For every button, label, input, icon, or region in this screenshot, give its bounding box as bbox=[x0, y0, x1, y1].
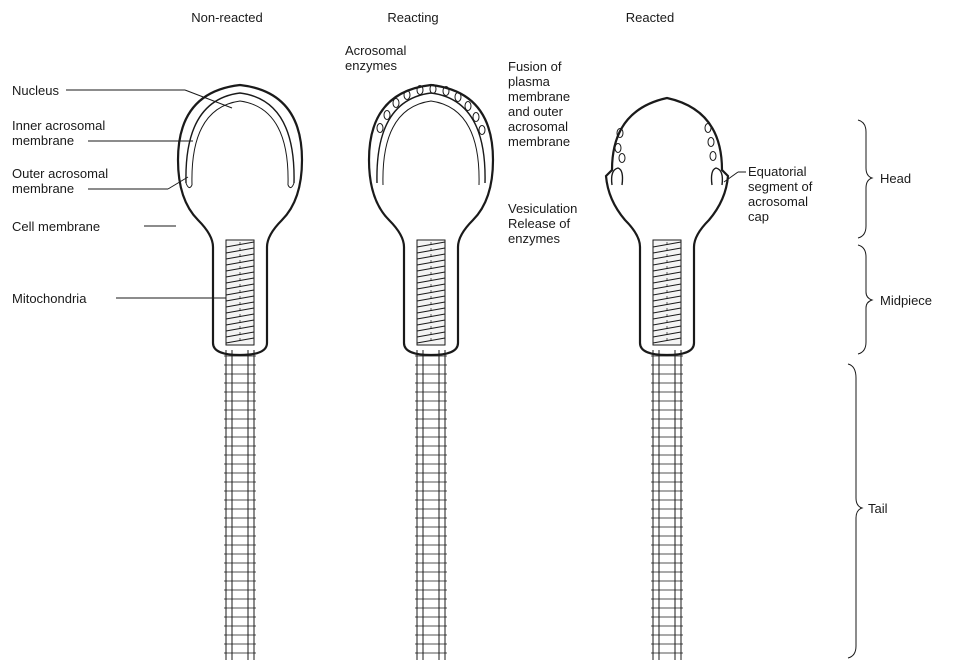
brace-head: Head bbox=[858, 120, 911, 238]
label-outer-acrosomal-line1: Outer acrosomal bbox=[12, 166, 108, 181]
label-mitochondria-text: Mitochondria bbox=[12, 291, 87, 306]
label-equatorial-line2: segment of bbox=[748, 179, 813, 194]
label-inner-acrosomal-membrane: Inner acrosomal membrane bbox=[12, 118, 193, 148]
brace-midpiece: Midpiece bbox=[858, 245, 932, 354]
label-inner-acrosomal-line1: Inner acrosomal bbox=[12, 118, 105, 133]
label-fusion-line5: acrosomal bbox=[508, 119, 568, 134]
sperm-reacted bbox=[606, 98, 728, 660]
label-vesiculation-line2: Release of bbox=[508, 216, 571, 231]
region-tail: Tail bbox=[868, 501, 888, 516]
mitochondria-helix bbox=[226, 240, 254, 345]
flagellum bbox=[651, 350, 683, 660]
sperm-reacting bbox=[369, 85, 493, 661]
equatorial-fold-right bbox=[288, 183, 294, 188]
inner-acrosomal-membrane bbox=[383, 101, 479, 185]
inner-acrosomal-membrane bbox=[192, 101, 288, 185]
label-fusion-line4: and outer bbox=[508, 104, 564, 119]
mitochondria-helix bbox=[417, 240, 445, 345]
heading-reacting: Reacting bbox=[387, 10, 438, 25]
label-vesiculation-line3: enzymes bbox=[508, 231, 561, 246]
label-acrosomal-enzymes-line1: Acrosomal bbox=[345, 43, 407, 58]
label-cell-membrane: Cell membrane bbox=[12, 219, 176, 234]
heading-reacted: Reacted bbox=[626, 10, 674, 25]
label-nucleus: Nucleus bbox=[12, 83, 232, 108]
brace-tail: Tail bbox=[848, 364, 888, 658]
label-fusion-line1: Fusion of bbox=[508, 59, 562, 74]
released-vesicles bbox=[615, 124, 716, 163]
flagellum bbox=[415, 350, 447, 660]
outer-acrosomal-membrane bbox=[377, 93, 485, 183]
sperm-non-reacted bbox=[178, 85, 302, 660]
label-fusion-line3: membrane bbox=[508, 89, 570, 104]
label-outer-acrosomal-line2: membrane bbox=[12, 181, 74, 196]
label-mitochondria: Mitochondria bbox=[12, 291, 226, 306]
label-equatorial-line4: cap bbox=[748, 209, 769, 224]
label-fusion-line2: plasma bbox=[508, 74, 551, 89]
label-inner-acrosomal-line2: membrane bbox=[12, 133, 74, 148]
label-equatorial-line3: acrosomal bbox=[748, 194, 808, 209]
label-acrosomal-enzymes-line2: enzymes bbox=[345, 58, 398, 73]
heading-non-reacted: Non-reacted bbox=[191, 10, 263, 25]
label-vesiculation-line1: Vesiculation bbox=[508, 201, 577, 216]
label-equatorial-line1: Equatorial bbox=[748, 164, 807, 179]
equatorial-segment-left bbox=[612, 168, 623, 185]
label-equatorial-segment: Equatorial segment of acrosomal cap bbox=[724, 164, 813, 224]
label-cell-membrane-text: Cell membrane bbox=[12, 219, 100, 234]
region-midpiece: Midpiece bbox=[880, 293, 932, 308]
mitochondria-helix bbox=[653, 240, 681, 345]
equatorial-segment-right bbox=[712, 168, 723, 185]
region-head: Head bbox=[880, 171, 911, 186]
label-fusion: Fusion of plasma membrane and outer acro… bbox=[508, 59, 570, 149]
label-nucleus-text: Nucleus bbox=[12, 83, 59, 98]
label-fusion-line6: membrane bbox=[508, 134, 570, 149]
label-vesiculation: Vesiculation Release of enzymes bbox=[508, 201, 577, 246]
label-acrosomal-enzymes: Acrosomal enzymes bbox=[345, 43, 407, 73]
flagellum bbox=[224, 350, 256, 660]
outer-acrosomal-membrane bbox=[186, 93, 294, 183]
equatorial-fold-left bbox=[186, 183, 192, 188]
label-outer-acrosomal-membrane: Outer acrosomal membrane bbox=[12, 166, 188, 196]
